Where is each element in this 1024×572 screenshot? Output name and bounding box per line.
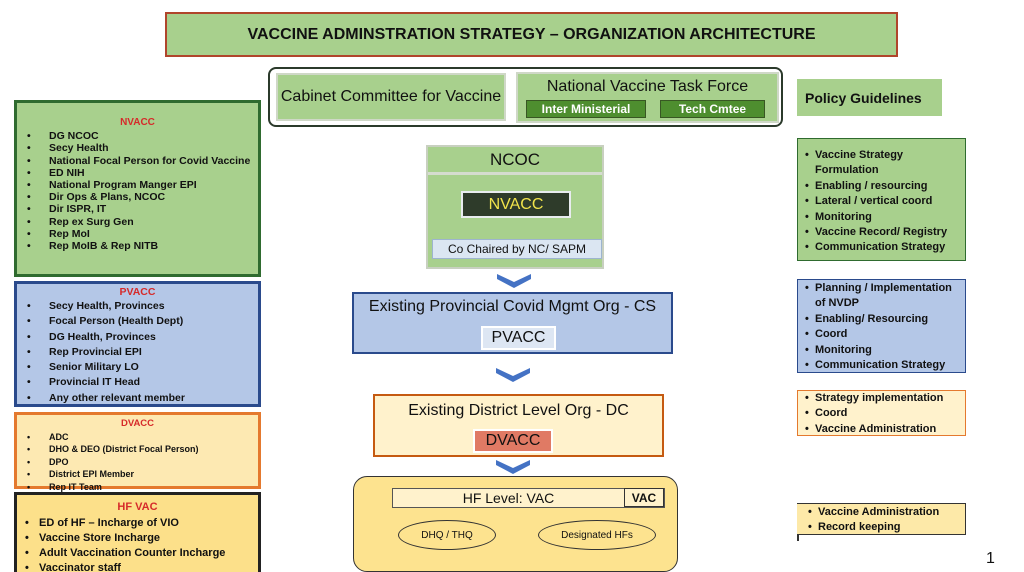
list-item: DHO & DEO (District Focal Person) (23, 443, 252, 456)
list-item: Rep ex Surg Gen (23, 216, 252, 228)
policy-guidelines-text: Policy Guidelines (805, 89, 922, 106)
district-org-box: Existing District Level Org - DC DVACC (373, 394, 664, 457)
list-item: Rep Provincial EPI (23, 345, 252, 361)
district-org-title: Existing District Level Org - DC (408, 402, 629, 419)
cabinet-committee-box: Cabinet Committee for Vaccine (276, 73, 506, 121)
designated-hfs-ellipse: Designated HFs (538, 520, 656, 550)
tech-cmtee-chip: Tech Cmtee (660, 100, 765, 118)
provincial-org-title: Existing Provincial Covid Mgmt Org - CS (368, 298, 657, 315)
list-item: Focal Person (Health Dept) (23, 314, 252, 330)
list-item: ADC (23, 431, 252, 444)
list-item: Coord (802, 406, 961, 422)
list-item: ED NIH (23, 167, 252, 179)
page-title: VACCINE ADMINSTRATION STRATEGY – ORGANIZ… (165, 12, 898, 57)
dvacc-members-panel: DVACC ADC DHO & DEO (District Focal Pers… (14, 412, 261, 493)
list-item: Vaccinator staff (23, 561, 252, 572)
list-item: Coord (802, 327, 961, 343)
list-item: Record keeping (805, 520, 961, 536)
list-item: Senior Military LO (23, 360, 252, 376)
vac-chip: VAC (624, 488, 664, 507)
list-item: Vaccine Store Incharge (23, 531, 252, 546)
dhq-thq-ellipse: DHQ / THQ (398, 520, 496, 550)
hf-functions-panel: Vaccine Administration Record keeping (797, 503, 966, 536)
nvacc-members-panel: NVACC DG NCOC Secy Health National Focal… (14, 100, 261, 277)
list-item: Any other relevant member (23, 391, 252, 407)
list-item: Enabling/ Resourcing (802, 312, 961, 328)
district-functions-panel: Strategy implementation Coord Vaccine Ad… (797, 390, 966, 438)
list-item: Dir Ops & Plans, NCOC (23, 191, 252, 203)
hfvac-members-panel: HF VAC ED of HF – Incharge of VIO Vaccin… (14, 492, 261, 572)
nvtf-title: National Vaccine Task Force (546, 78, 749, 95)
hf-functions-list: Vaccine Administration Record keeping (805, 505, 961, 536)
pvacc-label: PVACC (481, 326, 556, 350)
policy-guidelines-label: Policy Guidelines (797, 79, 942, 116)
list-item: Monitoring (802, 210, 961, 226)
list-item: National Program Manger EPI (23, 179, 252, 191)
list-item: Secy Health, Provinces (23, 299, 252, 315)
list-item: Vaccine Administration (802, 422, 961, 438)
list-item: Vaccine Strategy Formulation (802, 148, 961, 179)
provincial-org-box: Existing Provincial Covid Mgmt Org - CS … (352, 292, 673, 354)
list-item: DG Health, Provinces (23, 330, 252, 346)
inter-ministerial-chip: Inter Ministerial (526, 100, 646, 118)
list-item: ED of HF – Incharge of VIO (23, 516, 252, 531)
chevron-down-icon (496, 368, 530, 382)
cabinet-committee-label: Cabinet Committee for Vaccine (280, 88, 502, 105)
hfvac-member-list: ED of HF – Incharge of VIO Vaccine Store… (23, 516, 252, 572)
list-item: Planning / Implementation of NVDP (802, 281, 961, 312)
national-vaccine-task-force-box: National Vaccine Task Force Inter Minist… (516, 72, 779, 123)
list-item: Vaccine Record/ Registry (802, 225, 961, 241)
national-functions-panel: Vaccine Strategy Formulation Enabling / … (797, 138, 966, 261)
chevron-down-icon (496, 460, 530, 474)
list-item: Rep MoI (23, 228, 252, 240)
list-item: Strategy implementation (802, 391, 961, 407)
top-committee-group (268, 67, 783, 127)
list-item: DG NCOC (23, 130, 252, 142)
title-text: VACCINE ADMINSTRATION STRATEGY – ORGANIZ… (247, 25, 816, 43)
list-item: Lateral / vertical coord (802, 194, 961, 210)
district-functions-list: Strategy implementation Coord Vaccine Ad… (802, 391, 961, 438)
list-item: Rep MoIB & Rep NITB (23, 240, 252, 252)
list-item: Rep IT Team (23, 481, 252, 494)
ncoc-title: NCOC (428, 147, 602, 175)
list-item: Communication Strategy (802, 358, 961, 374)
list-item: Communication Strategy (802, 240, 961, 256)
dvacc-heading: DVACC (120, 418, 155, 429)
list-item: Dir ISPR, IT (23, 203, 252, 215)
list-item: Adult Vaccination Counter Incharge (23, 546, 252, 561)
national-functions-list: Vaccine Strategy Formulation Enabling / … (802, 148, 961, 256)
list-item: Provincial IT Head (23, 375, 252, 391)
list-item: Secy Health (23, 142, 252, 154)
cochair-label: Co Chaired by NC/ SAPM (432, 239, 602, 259)
list-item: Monitoring (802, 343, 961, 359)
provincial-functions-list: Planning / Implementation of NVDP Enabli… (802, 281, 961, 374)
ncoc-box: NCOC NVACC Co Chaired by NC/ SAPM (426, 145, 604, 269)
hfvac-heading: HF VAC (117, 501, 158, 513)
chevron-down-icon (497, 274, 531, 288)
list-item: District EPI Member (23, 468, 252, 481)
dvacc-member-list: ADC DHO & DEO (District Focal Person) DP… (23, 431, 252, 494)
page-number: 1 (986, 550, 995, 567)
hf-level-box: HF Level: VAC VAC DHQ / THQ Designated H… (353, 476, 678, 572)
pvacc-member-list: Secy Health, Provinces Focal Person (Hea… (23, 299, 252, 406)
pvacc-heading: PVACC (119, 286, 156, 298)
list-item: Vaccine Administration (805, 505, 961, 521)
list-item: Enabling / resourcing (802, 179, 961, 195)
pvacc-members-panel: PVACC Secy Health, Provinces Focal Perso… (14, 281, 261, 407)
dvacc-label: DVACC (473, 429, 553, 453)
hf-level-label: HF Level: VAC (392, 488, 665, 508)
list-item: National Focal Person for Covid Vaccine (23, 155, 252, 167)
nvacc-member-list: DG NCOC Secy Health National Focal Perso… (23, 130, 252, 252)
list-item: DPO (23, 456, 252, 469)
nvacc-heading: NVACC (120, 117, 155, 128)
provincial-functions-panel: Planning / Implementation of NVDP Enabli… (797, 279, 966, 374)
ncoc-nvacc-label: NVACC (461, 191, 571, 218)
